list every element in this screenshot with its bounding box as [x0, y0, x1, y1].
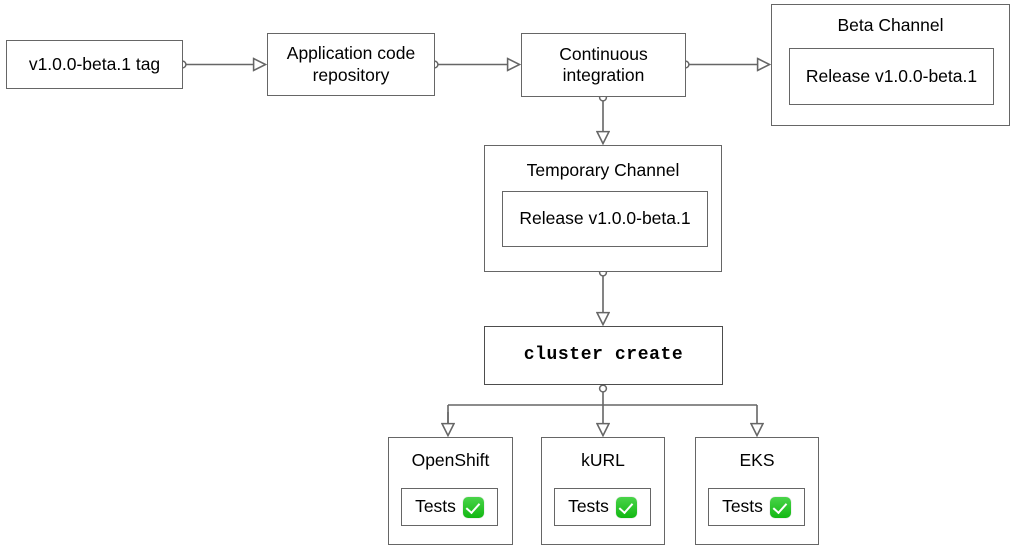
edge-cluster-create-branch	[447, 392, 757, 430]
check-mark-button-icon	[615, 496, 637, 518]
node-eks-title: EKS	[739, 450, 775, 470]
node-application-code-repository[interactable]: Application code repository	[267, 33, 435, 96]
openshift-tests-label: Tests	[415, 496, 456, 517]
node-beta-channel-title: Beta Channel	[837, 15, 944, 35]
openshift-tests-box[interactable]: Tests	[401, 488, 498, 526]
node-eks[interactable]: EKS Tests	[695, 437, 819, 545]
check-mark-button-icon	[769, 496, 791, 518]
temporary-channel-release-box[interactable]: Release v1.0.0-beta.1	[502, 191, 708, 247]
node-openshift-title: OpenShift	[411, 450, 490, 470]
edge-source-dot-cluster-create	[598, 384, 608, 393]
node-cluster-create[interactable]: cluster create	[484, 326, 723, 385]
node-tag[interactable]: v1.0.0-beta.1 tag	[6, 40, 183, 89]
temporary-channel-release-label: Release v1.0.0-beta.1	[519, 208, 691, 229]
kurl-tests-label: Tests	[568, 496, 609, 517]
beta-channel-release-box[interactable]: Release v1.0.0-beta.1	[789, 48, 994, 105]
node-temporary-channel[interactable]: Temporary Channel Release v1.0.0-beta.1	[484, 145, 722, 272]
node-tag-label: v1.0.0-beta.1 tag	[28, 53, 161, 74]
node-openshift[interactable]: OpenShift Tests	[388, 437, 513, 545]
node-kurl[interactable]: kURL Tests	[541, 437, 665, 545]
node-temporary-channel-title: Temporary Channel	[526, 160, 680, 180]
node-cluster-create-label: cluster create	[523, 344, 684, 365]
eks-tests-label: Tests	[722, 496, 763, 517]
kurl-tests-box[interactable]: Tests	[554, 488, 651, 526]
eks-tests-box[interactable]: Tests	[708, 488, 805, 526]
beta-channel-release-label: Release v1.0.0-beta.1	[805, 65, 978, 86]
node-kurl-title: kURL	[581, 450, 625, 470]
node-beta-channel[interactable]: Beta Channel Release v1.0.0-beta.1	[771, 4, 1010, 126]
check-mark-button-icon	[462, 496, 484, 518]
node-application-code-repository-label: Application code repository	[286, 43, 416, 85]
node-continuous-integration-label: Continuous integration	[559, 43, 648, 85]
node-continuous-integration[interactable]: Continuous integration	[521, 33, 686, 97]
